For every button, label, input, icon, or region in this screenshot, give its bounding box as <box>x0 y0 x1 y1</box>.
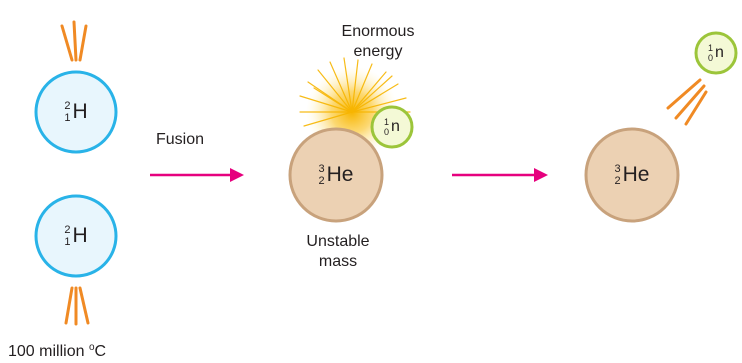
atomic-number: 1 <box>64 112 70 124</box>
element-symbol: He <box>623 163 650 187</box>
atomic-number: 0 <box>384 127 389 137</box>
mass-number: 1 <box>708 43 713 53</box>
element-symbol: H <box>72 100 87 124</box>
unstable-mass-label: Unstable mass <box>296 232 380 272</box>
element-symbol: H <box>72 224 87 248</box>
unstable-label-line1: Unstable <box>296 232 380 252</box>
atomic-number: 1 <box>64 236 70 248</box>
temperature-value: 100 million <box>8 343 84 360</box>
fusion-arrow <box>150 168 244 182</box>
heat-lines-top <box>62 22 86 60</box>
mass-number: 3 <box>319 163 325 175</box>
mass-number: 3 <box>615 163 621 175</box>
atomic-number: 2 <box>319 175 325 187</box>
mass-number: 2 <box>64 100 70 112</box>
atomic-number: 0 <box>708 53 713 63</box>
energy-label-line1: Enormous <box>328 22 428 42</box>
energy-label: Enormous energy <box>328 22 428 62</box>
result-arrow <box>452 168 548 182</box>
element-symbol: n <box>391 118 400 136</box>
temperature-unit: C <box>95 343 107 360</box>
fusion-label: Fusion <box>156 130 204 150</box>
element-symbol: He <box>327 163 354 187</box>
energy-label-line2: energy <box>328 42 428 62</box>
neutron-motion-lines <box>668 80 706 124</box>
unstable-label-line2: mass <box>296 252 380 272</box>
mass-number: 2 <box>64 224 70 236</box>
heat-lines-bottom <box>66 288 88 324</box>
temperature-label: 100 million oC <box>8 338 106 362</box>
element-symbol: n <box>715 44 724 62</box>
atomic-number: 2 <box>615 175 621 187</box>
mass-number: 1 <box>384 117 389 127</box>
